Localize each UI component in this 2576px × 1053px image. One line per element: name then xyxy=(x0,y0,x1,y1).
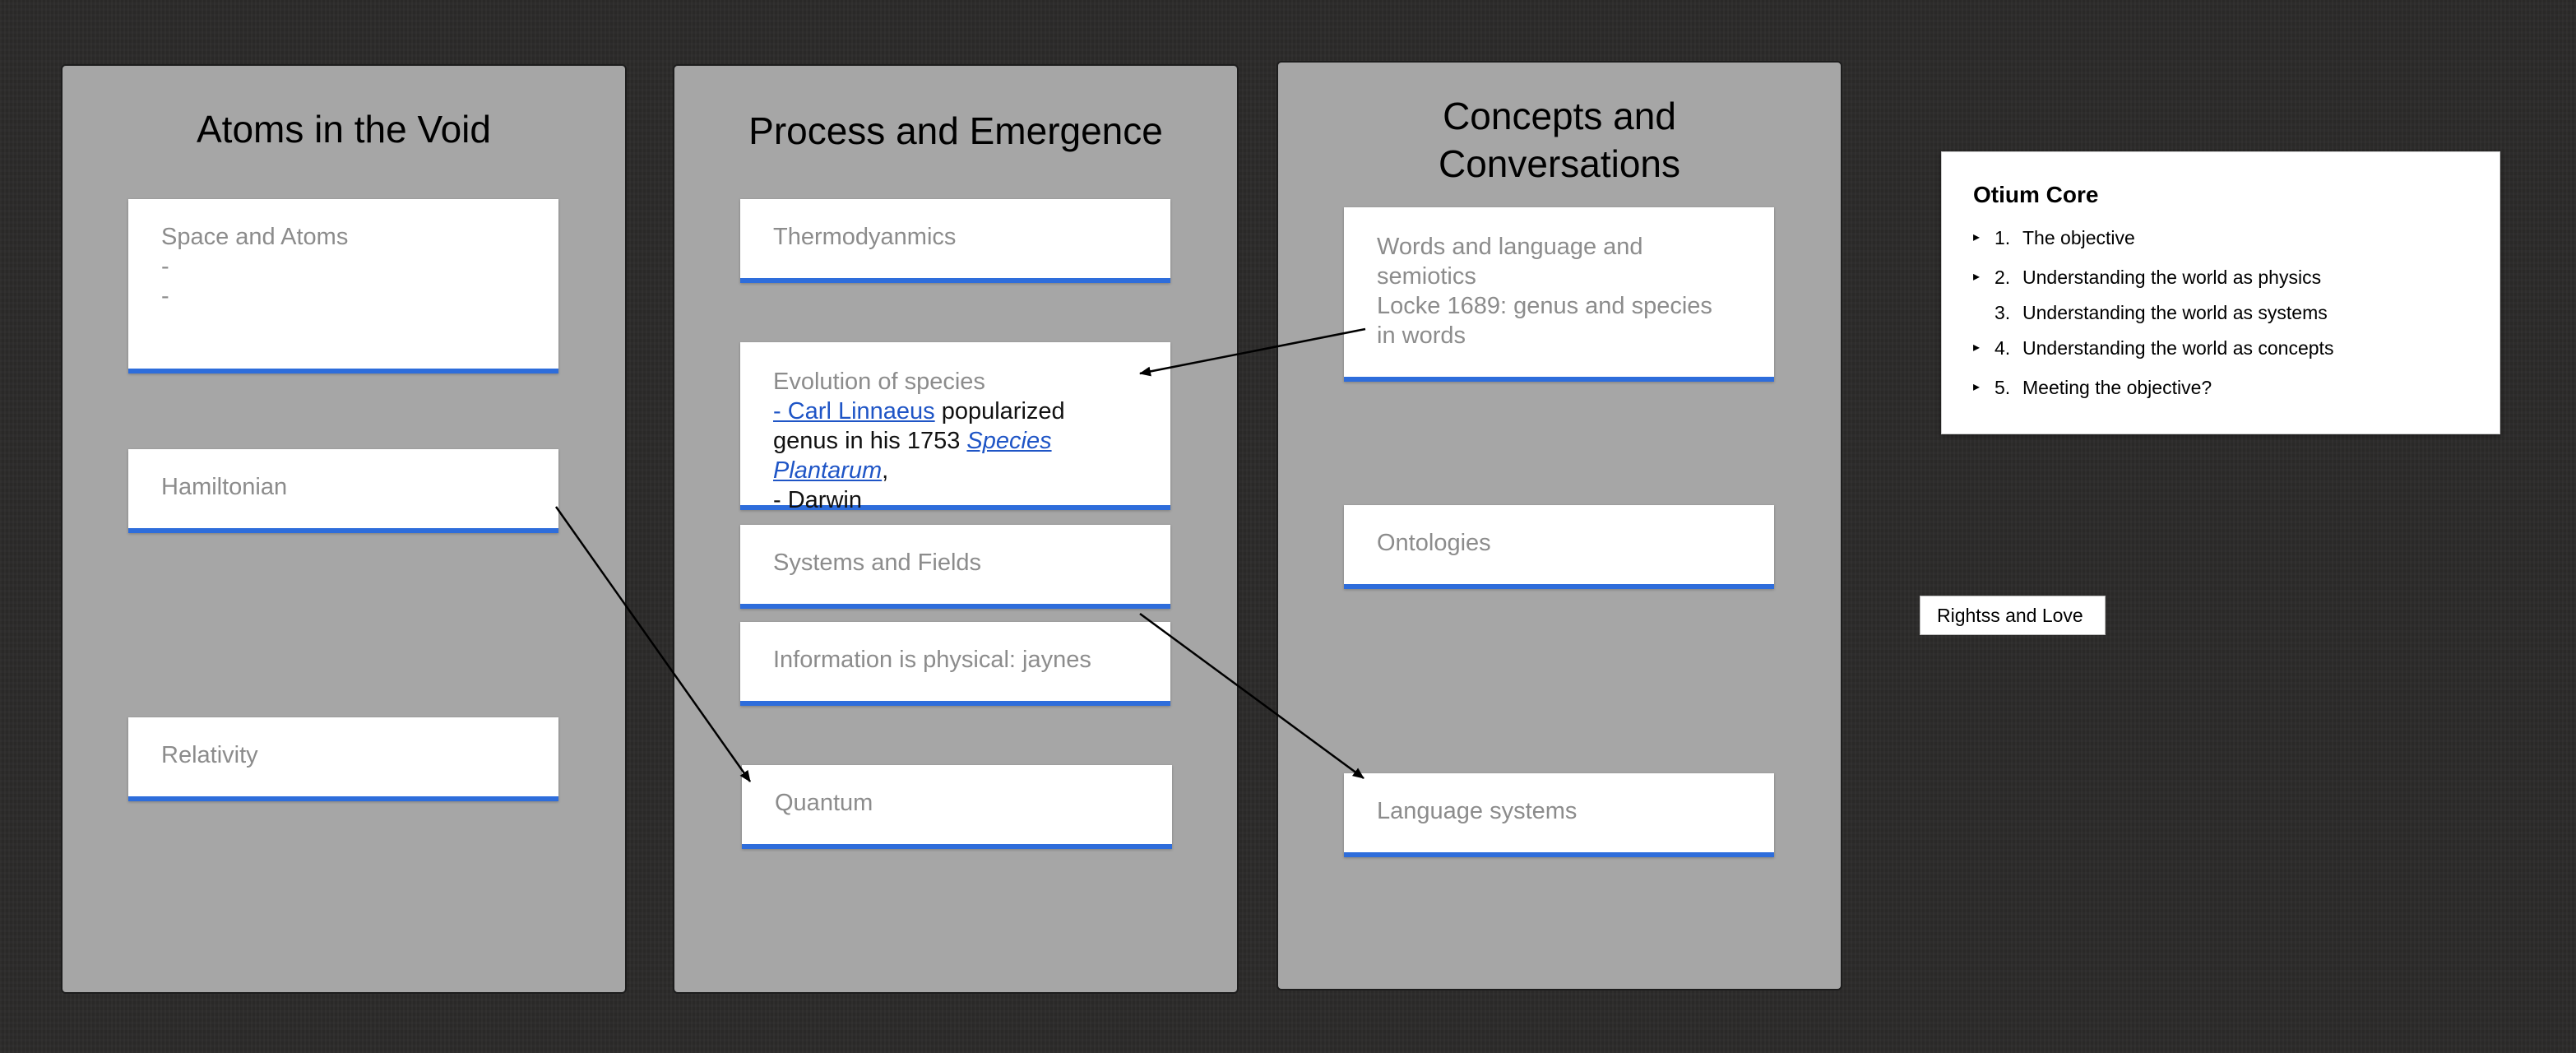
card-text: Words and language and semiotics xyxy=(1377,234,1643,290)
disclosure-triangle-icon[interactable]: ▸ xyxy=(1973,380,1981,394)
column-title: Process and Emergence xyxy=(748,109,1163,152)
disclosure-triangle-icon[interactable]: ▸ xyxy=(1973,341,1981,355)
outline-item[interactable]: ▸ 4. Understanding the world as concepts xyxy=(1973,328,2468,368)
outline-title: Otium Core xyxy=(1973,182,2099,207)
rights-and-love-label[interactable]: Rightss and Love xyxy=(1920,596,2106,635)
card-text: - Darwin xyxy=(773,487,862,513)
column-title-line: Conversations xyxy=(1438,142,1681,185)
outline-item[interactable]: ▸ 5. Meeting the objective? xyxy=(1973,368,2468,407)
item-text: Understanding the world as systems xyxy=(2022,302,2328,323)
card-text: - xyxy=(161,283,169,309)
item-number: 5. xyxy=(1995,377,2011,398)
card-text: , xyxy=(882,457,889,484)
card-evolution-of-species[interactable]: Evolution of species - Carl Linnaeus pop… xyxy=(740,342,1170,513)
card-text: Quantum xyxy=(775,790,873,816)
item-number: 1. xyxy=(1995,227,2011,248)
column-title: Atoms in the Void xyxy=(197,108,491,151)
card-text: popularized genus in his 1753 xyxy=(773,398,1065,454)
outline-list: ▸ 1. The objective ▸ 2. Understanding the wo… xyxy=(1973,218,2468,407)
column-title: Concepts and Conversations xyxy=(1278,92,1841,188)
card-systems-and-fields[interactable]: Systems and Fields xyxy=(740,525,1170,609)
linnaeus-link[interactable]: - Carl Linnaeus xyxy=(773,398,935,424)
outline-item[interactable]: ▸ 1. The objective xyxy=(1973,218,2468,257)
disclosure-triangle-icon[interactable]: ▸ xyxy=(1973,230,1981,244)
card-text: - xyxy=(161,253,169,280)
card-text: Ontologies xyxy=(1377,530,1491,556)
card-text: Thermodyanmics xyxy=(773,224,957,250)
outline-panel[interactable]: Otium Core ▸ 1. The objective ▸ 2. Understan… xyxy=(1941,151,2500,434)
card-heading: Evolution of species xyxy=(773,369,985,395)
card-text: Locke 1689: genus and species in words xyxy=(1377,293,1712,349)
card-text: Systems and Fields xyxy=(773,550,982,576)
item-text: Understanding the world as concepts xyxy=(2022,337,2334,359)
card-language-systems[interactable]: Language systems xyxy=(1344,773,1774,857)
card-text: Information is physical: jaynes xyxy=(773,647,1091,673)
species-plantarum-link[interactable]: Species Plantarum xyxy=(773,428,1052,484)
item-number: 4. xyxy=(1995,337,2011,359)
card-ontologies[interactable]: Ontologies xyxy=(1344,505,1774,589)
item-number: 3. xyxy=(1995,302,2011,323)
disclosure-triangle-icon[interactable]: ▸ xyxy=(1973,270,1981,284)
card-words-and-language[interactable]: Words and language and semiotics Locke 1… xyxy=(1344,207,1774,382)
card-quantum[interactable]: Quantum xyxy=(742,765,1172,849)
column-title-line: Concepts and xyxy=(1443,95,1676,137)
card-text: Language systems xyxy=(1377,798,1578,824)
card-body: - Carl Linnaeus popularized genus in his… xyxy=(773,397,1129,485)
card-text: Hamiltonian xyxy=(161,474,288,500)
outline-item[interactable]: ▸ 2. Understanding the world as physics xyxy=(1973,257,2468,297)
item-number: 2. xyxy=(1995,267,2011,288)
card-hamiltonian[interactable]: Hamiltonian xyxy=(128,449,558,533)
outline-item[interactable]: 3. Understanding the world as systems xyxy=(1973,297,2468,328)
item-text: Understanding the world as physics xyxy=(2022,267,2322,288)
card-text: Space and Atoms xyxy=(161,224,349,250)
card-relativity[interactable]: Relativity xyxy=(128,717,558,801)
item-text: Meeting the objective? xyxy=(2022,377,2212,398)
card-space-and-atoms[interactable]: Space and Atoms - - xyxy=(128,199,558,373)
card-text: Relativity xyxy=(161,742,258,768)
card-thermodynamics[interactable]: Thermodyanmics xyxy=(740,199,1170,283)
card-information-is-physical[interactable]: Information is physical: jaynes xyxy=(740,622,1170,706)
item-text: The objective xyxy=(2022,227,2135,248)
